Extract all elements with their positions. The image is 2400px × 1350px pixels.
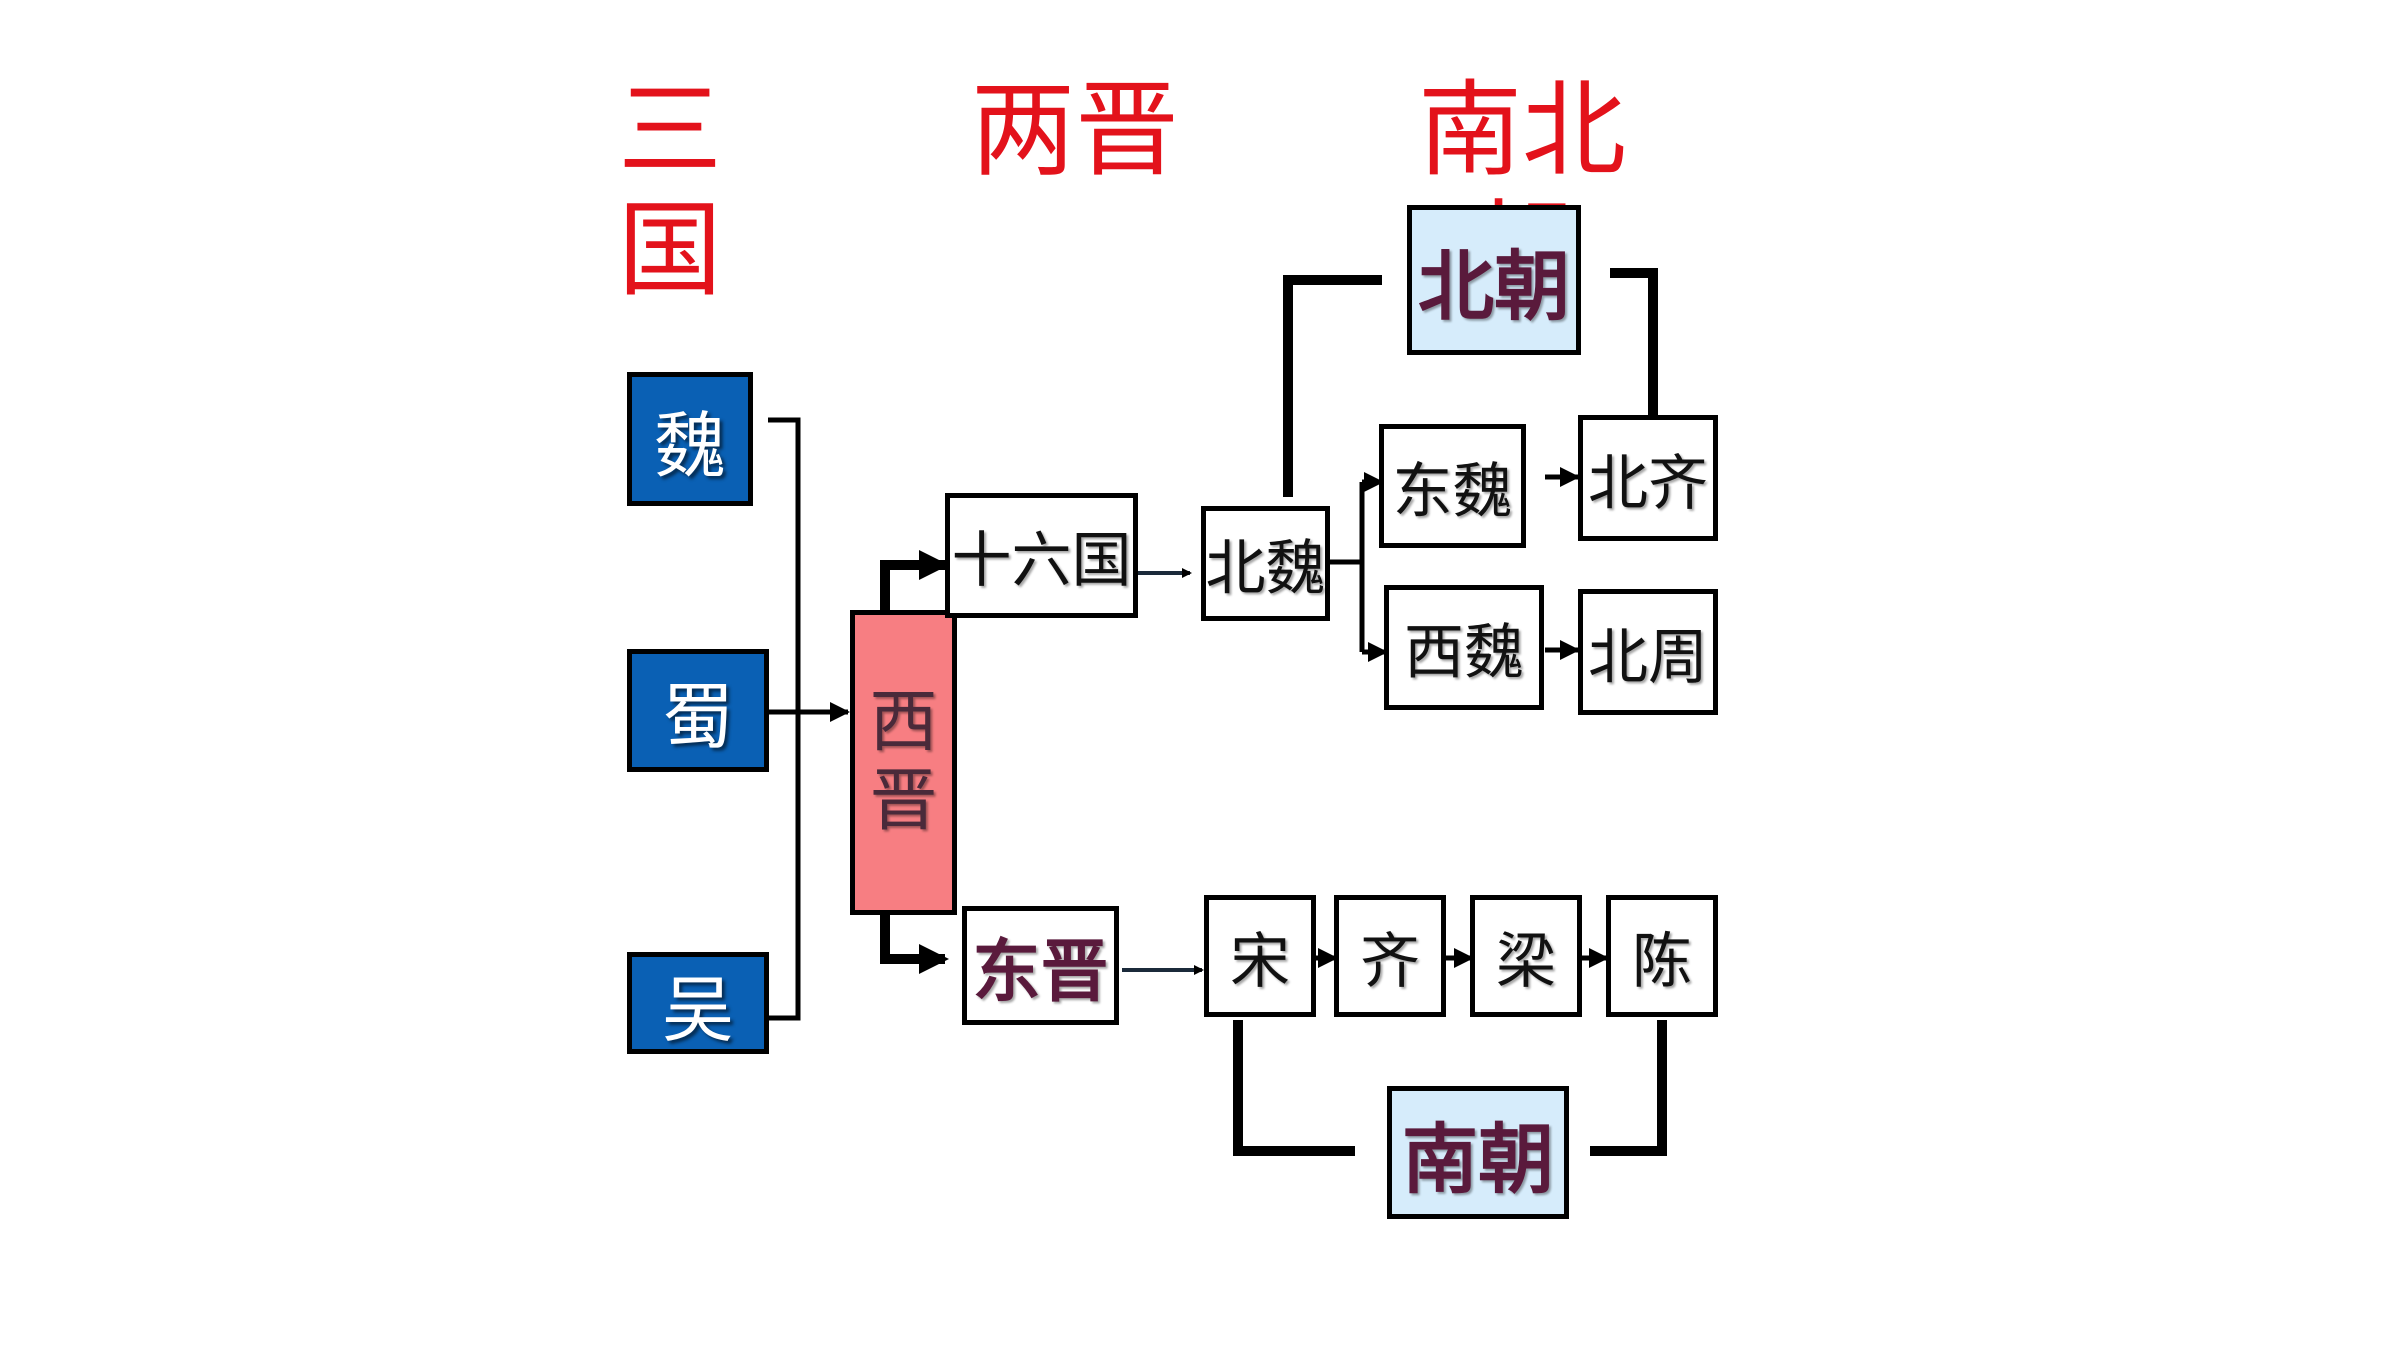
node-eastern-jin-label: 东晋 bbox=[972, 933, 1109, 1012]
node-western-wei-label: 西魏 bbox=[1404, 618, 1524, 688]
node-eastern-wei: 东魏 bbox=[1379, 424, 1526, 548]
southern-dynasties-bracket bbox=[1233, 1020, 1667, 1156]
node-qi: 齐 bbox=[1334, 895, 1446, 1017]
node-shu: 蜀 bbox=[627, 649, 769, 772]
node-western-jin-label-2: 晋 bbox=[869, 761, 938, 841]
node-song-label: 宋 bbox=[1230, 926, 1290, 997]
node-northern-wei-label: 北魏 bbox=[1205, 534, 1326, 604]
node-sixteen-kingdoms-label: 十六国 bbox=[951, 526, 1132, 596]
group-northern-dynasties-label: 北朝 bbox=[1418, 242, 1570, 331]
node-wei: 魏 bbox=[627, 372, 753, 506]
node-sixteen-kingdoms: 十六国 bbox=[945, 493, 1138, 618]
beiwei-split bbox=[1330, 472, 1388, 662]
node-eastern-wei-label: 东魏 bbox=[1392, 456, 1513, 527]
node-chen: 陈 bbox=[1606, 895, 1718, 1017]
group-southern-dynasties-label: 南朝 bbox=[1402, 1114, 1554, 1204]
header-north-south-dynasties: 南北朝 bbox=[1417, 69, 1626, 310]
node-qi-label: 齐 bbox=[1360, 926, 1420, 997]
header-three-kingdoms: 三国 bbox=[617, 69, 722, 311]
northern-dynasties-bracket bbox=[1283, 268, 1658, 497]
three-kingdoms-bracket bbox=[768, 417, 850, 1021]
node-northern-zhou: 北周 bbox=[1578, 589, 1718, 715]
node-western-jin-label-1: 西 bbox=[869, 683, 938, 763]
node-northern-zhou-label: 北周 bbox=[1588, 622, 1708, 693]
group-southern-dynasties: 南朝 bbox=[1387, 1086, 1569, 1219]
node-northern-qi-label: 北齐 bbox=[1588, 448, 1708, 519]
node-song: 宋 bbox=[1204, 895, 1316, 1017]
node-wu-label: 吴 bbox=[661, 967, 734, 1052]
node-liang-label: 梁 bbox=[1496, 926, 1556, 997]
node-wu: 吴 bbox=[627, 952, 769, 1054]
node-western-jin: 西 晋 bbox=[850, 610, 957, 915]
header-two-jin: 两晋 bbox=[970, 69, 1179, 191]
node-northern-qi: 北齐 bbox=[1578, 415, 1718, 541]
node-wei-label: 魏 bbox=[653, 403, 726, 488]
node-chen-label: 陈 bbox=[1632, 926, 1692, 997]
group-northern-dynasties: 北朝 bbox=[1407, 205, 1581, 355]
node-shu-label: 蜀 bbox=[661, 675, 734, 759]
node-northern-wei: 北魏 bbox=[1201, 506, 1330, 621]
western-jin-split bbox=[880, 550, 949, 974]
node-eastern-jin: 东晋 bbox=[962, 906, 1119, 1025]
node-western-wei: 西魏 bbox=[1384, 585, 1544, 710]
node-liang: 梁 bbox=[1470, 895, 1582, 1017]
succession-arrows-north bbox=[1545, 467, 1580, 660]
